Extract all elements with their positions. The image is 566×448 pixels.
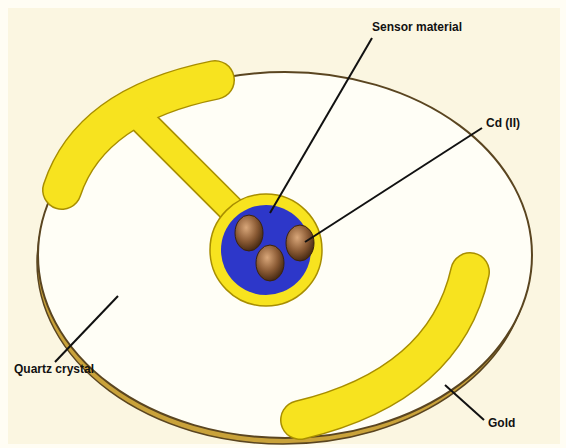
leader-line <box>55 296 118 362</box>
gold-electrode-upper <box>62 80 322 306</box>
part-label: Sensor material <box>372 20 462 34</box>
quartz-disc <box>38 72 532 438</box>
gold-electrode-lower <box>300 272 470 420</box>
part-label: Cd (II) <box>486 116 520 130</box>
part-label: Gold <box>488 416 515 430</box>
background-panel <box>8 8 560 444</box>
leader-line <box>445 385 484 420</box>
cd-particles <box>235 215 314 281</box>
leader-line <box>270 38 372 213</box>
leader-lines <box>55 38 484 420</box>
leader-line <box>305 128 482 242</box>
part-label: Quartz crystal <box>14 362 94 376</box>
